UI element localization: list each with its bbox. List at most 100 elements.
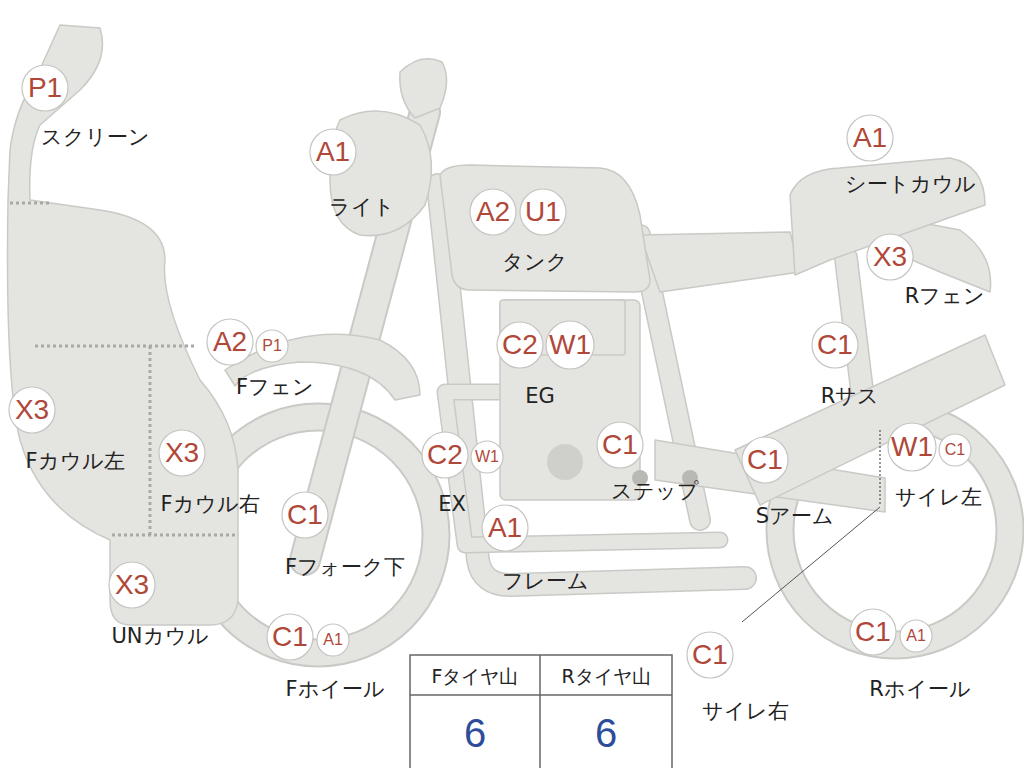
circle-shape <box>497 322 543 368</box>
damage-code: A2 <box>476 198 510 226</box>
code-circle: A1 <box>899 619 933 653</box>
code-circle: W1 <box>470 440 504 474</box>
part-name: Fフェン <box>236 376 314 399</box>
damage-code: C1 <box>602 431 638 459</box>
part-name: ステップ <box>611 480 699 503</box>
circle-shape <box>900 620 932 652</box>
code-circle: C1 <box>938 433 972 467</box>
circle-shape <box>422 432 468 478</box>
code-circle: W1 <box>887 422 937 472</box>
circle-shape <box>256 330 288 362</box>
circle-shape <box>9 387 55 433</box>
part-name: Rホイール <box>869 678 971 701</box>
damage-code: A1 <box>853 124 887 152</box>
damage-code: C1 <box>692 641 728 669</box>
circle-shape <box>850 609 896 655</box>
circle-shape <box>939 434 971 466</box>
circle-shape <box>687 632 733 678</box>
damage-code: X3 <box>115 571 149 599</box>
code-circle: C1 <box>266 613 314 661</box>
damage-code: C1 <box>817 331 853 359</box>
code-circle: X3 <box>866 233 914 281</box>
code-circle: A1 <box>481 504 529 552</box>
circle-shape <box>109 562 155 608</box>
circle-shape <box>470 189 516 235</box>
damage-code: A2 <box>213 328 247 356</box>
circle-shape <box>267 614 313 660</box>
damage-code: W1 <box>475 449 499 465</box>
code-circle: P1 <box>255 329 289 363</box>
circle-shape <box>546 321 594 369</box>
circle-shape <box>742 437 788 483</box>
leader-line <box>742 430 880 622</box>
code-circle: C1 <box>849 608 897 656</box>
part-name: EX <box>438 493 466 516</box>
part-name: Fカウル右 <box>160 493 259 516</box>
part-name: Sアーム <box>756 505 834 528</box>
part-name: Fフォーク下 <box>285 556 405 579</box>
code-circle: X3 <box>108 561 156 609</box>
damage-code: X3 <box>15 396 49 424</box>
part-name: スクリーン <box>41 126 150 149</box>
circle-shape <box>159 430 205 476</box>
part-name: EG <box>525 385 555 408</box>
code-circle: C2 <box>496 321 544 369</box>
damage-code: C1 <box>287 501 323 529</box>
circle-shape <box>282 492 328 538</box>
code-circle: A1 <box>309 128 357 176</box>
circle-shape <box>812 322 858 368</box>
code-circle: A1 <box>316 623 350 657</box>
part-name: シートカウル <box>845 173 976 196</box>
code-circle: X3 <box>158 429 206 477</box>
damage-code: C1 <box>945 442 965 458</box>
code-circle: C1 <box>686 631 734 679</box>
code-circle: A2 <box>206 318 254 366</box>
damage-code: P1 <box>28 74 62 102</box>
damage-code: C2 <box>427 441 463 469</box>
damage-code: A1 <box>316 138 350 166</box>
code-circle: C1 <box>811 321 859 369</box>
code-circle: A2 <box>469 188 517 236</box>
damage-code: A1 <box>906 628 926 644</box>
part-name: Fホイール <box>285 678 384 701</box>
part-name: サイレ左 <box>895 486 982 509</box>
code-circle: C2 <box>421 431 469 479</box>
code-circle: W1 <box>545 320 595 370</box>
damage-code: X3 <box>165 439 199 467</box>
circle-shape <box>867 234 913 280</box>
tread-table <box>410 655 672 768</box>
code-circle: C1 <box>596 421 644 469</box>
damage-code: W1 <box>549 331 591 359</box>
circle-shape <box>520 189 566 235</box>
circle-shape <box>310 129 356 175</box>
damage-code: A1 <box>488 514 522 542</box>
circle-shape <box>22 65 68 111</box>
damage-code: C2 <box>502 331 538 359</box>
table-cell: Rタイヤ山 <box>561 666 650 687</box>
damage-code: U1 <box>525 198 561 226</box>
circle-shape <box>471 441 503 473</box>
damage-code: W1 <box>891 433 933 461</box>
circle-shape <box>207 319 253 365</box>
code-circle: P1 <box>21 64 69 112</box>
damage-code: A1 <box>323 632 343 648</box>
damage-code: X3 <box>873 243 907 271</box>
part-name: Rフェン <box>905 285 986 308</box>
code-circle: X3 <box>8 386 56 434</box>
table-cell: 6 <box>595 711 617 755</box>
part-name: フレーム <box>502 570 589 593</box>
circle-shape <box>597 422 643 468</box>
part-name: UNカウル <box>111 625 208 648</box>
body-parts <box>440 158 1005 512</box>
panel-divisions <box>10 203 236 535</box>
code-circle: A1 <box>846 114 894 162</box>
part-name: Rサス <box>821 385 880 408</box>
part-name: ライト <box>329 196 395 219</box>
part-name: タンク <box>502 251 568 274</box>
circle-shape <box>482 505 528 551</box>
damage-code: P1 <box>262 338 282 354</box>
part-name: サイレ右 <box>702 700 789 723</box>
code-circle: C1 <box>741 436 789 484</box>
damage-code: C1 <box>747 446 783 474</box>
